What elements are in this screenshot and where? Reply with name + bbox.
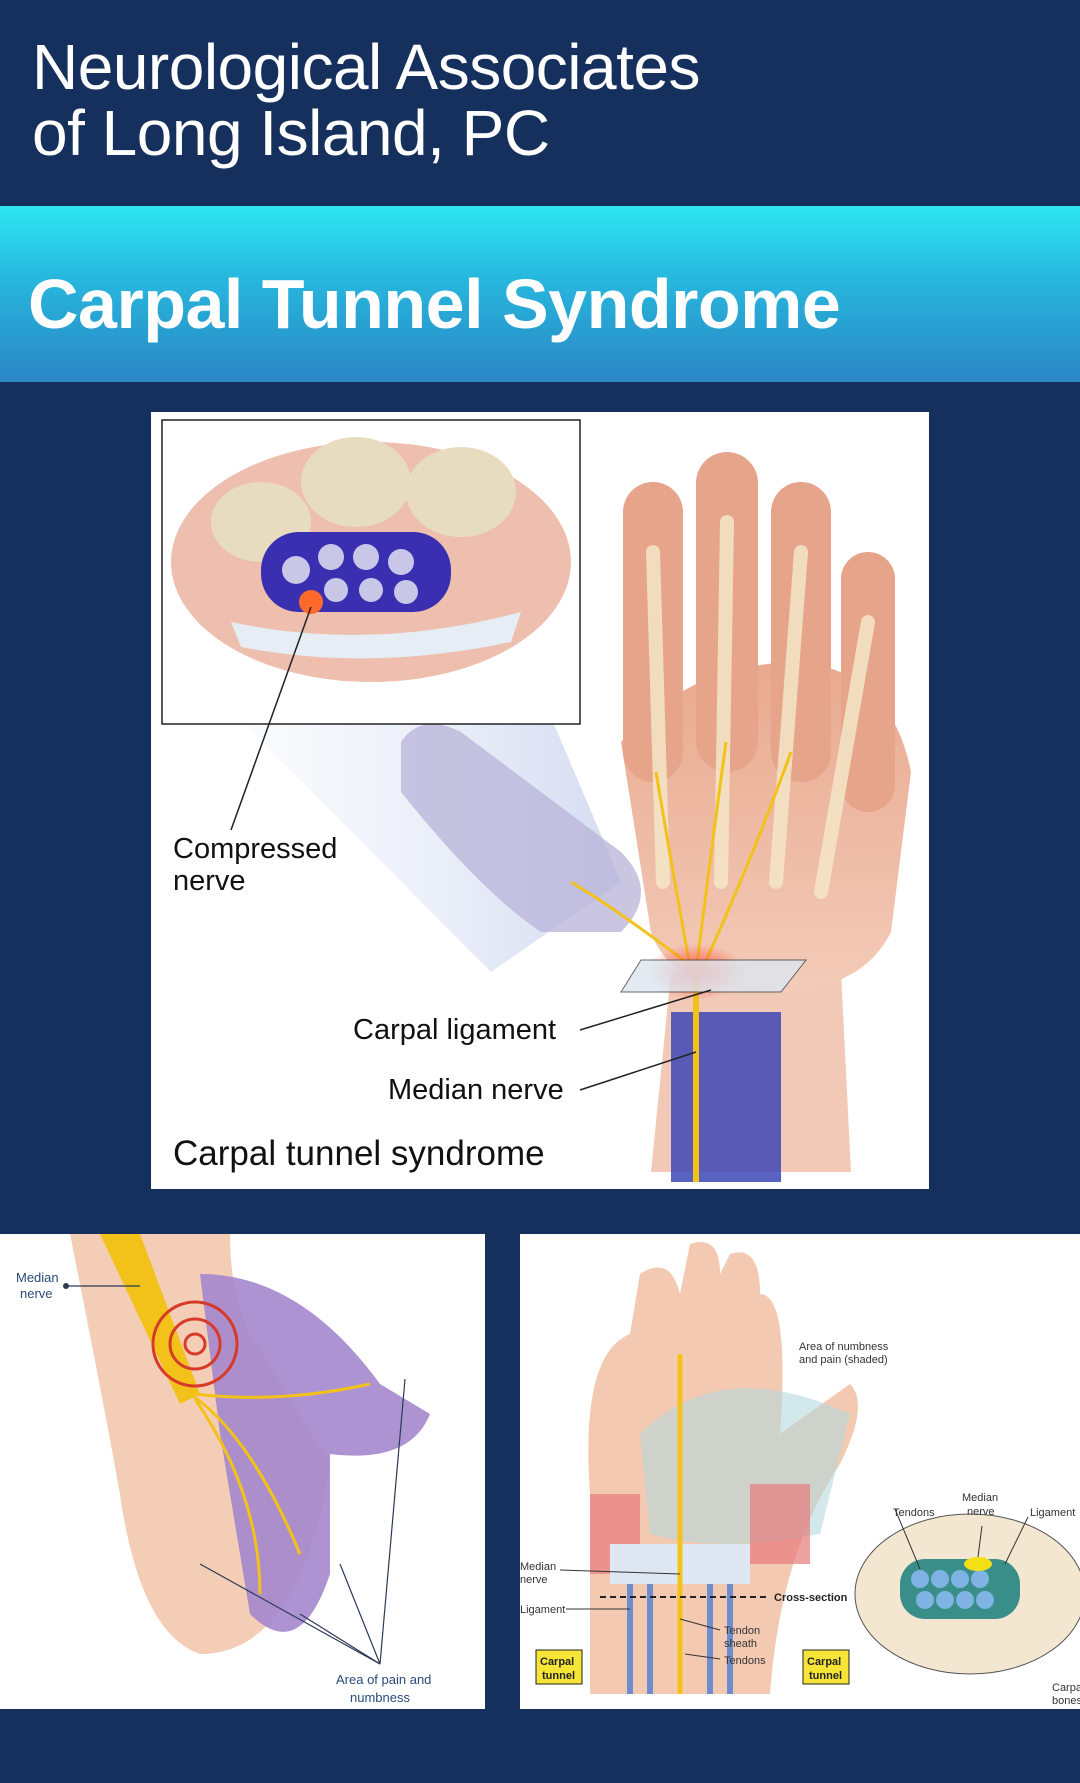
tendons-right xyxy=(627,1584,733,1694)
label-area-2: numbness xyxy=(350,1690,410,1705)
median-dot xyxy=(63,1283,69,1289)
label-carpal-ligament: Carpal ligament xyxy=(353,1014,556,1046)
label-carpal-bones-2: bones xyxy=(1052,1695,1080,1707)
muscle-right xyxy=(750,1484,810,1564)
area-leaders xyxy=(66,1285,406,1665)
hand-bones xyxy=(646,515,875,899)
figure-caption: Carpal tunnel syndrome xyxy=(173,1134,545,1173)
tendons-blue xyxy=(671,1012,781,1182)
label-area-numb-2: and pain (shaded) xyxy=(799,1354,888,1366)
label-median-left-1: Median xyxy=(520,1561,556,1573)
compressed-nerve-dot xyxy=(299,590,323,614)
label-area-1: Area of pain and xyxy=(336,1672,431,1687)
tunnel-contents-right xyxy=(900,1559,1020,1619)
label-carpal-tunnel-1a: Carpal xyxy=(540,1656,574,1668)
carpal-bone-3 xyxy=(406,447,516,537)
median-nerve-cross xyxy=(964,1557,992,1571)
carpal-bone-2 xyxy=(301,437,411,527)
label-carpal-tunnel-2b: tunnel xyxy=(809,1670,842,1682)
label-median-top-2: nerve xyxy=(967,1506,995,1518)
carpal-ligament-band xyxy=(620,959,808,993)
label-compressed-1: Compressed xyxy=(173,833,337,865)
label-tendon-sheath-1: Tendon xyxy=(724,1625,760,1637)
label-median-1: Median xyxy=(16,1270,59,1285)
pain-area-art: Median nerve Area of pain and numbness xyxy=(16,1234,431,1705)
shaded-palm xyxy=(640,1388,850,1544)
label-median-nerve: Median nerve xyxy=(388,1074,564,1106)
carpal-ligament-leader xyxy=(579,989,712,1031)
label-carpal-bones-1: Carpal xyxy=(1052,1682,1080,1694)
label-area-numb-1: Area of numbness xyxy=(799,1341,889,1353)
median-nerve-yellow xyxy=(100,1234,200,1404)
carpal-tunnel-tag-1 xyxy=(535,1649,583,1685)
label-compressed-2: nerve xyxy=(173,865,246,897)
page-title: Carpal Tunnel Syndrome xyxy=(28,265,841,343)
nerve-branches-left xyxy=(189,1382,371,1595)
label-tendon-sheath-2: sheath xyxy=(724,1638,757,1650)
carpal-tunnel-tag-2 xyxy=(802,1649,850,1685)
pain-area-illustration: Median nerve Area of pain and numbness xyxy=(0,1234,485,1709)
org-name-line1: Neurological Associates xyxy=(32,31,700,103)
anatomy-cross-section-illustration: Area of numbness and pain (shaded) Tendo… xyxy=(520,1234,1080,1709)
label-median-2: nerve xyxy=(20,1286,53,1301)
label-carpal-tunnel-2a: Carpal xyxy=(807,1656,841,1668)
tendon-cross-sections xyxy=(282,544,418,604)
label-median-left-2: nerve xyxy=(520,1574,548,1586)
label-carpal-tunnel-1b: tunnel xyxy=(542,1670,575,1682)
ligament-cross-section xyxy=(231,612,521,659)
main-illustration-art: Compressed nerve Carpal ligament Median … xyxy=(161,419,911,1182)
finger-little xyxy=(841,552,895,812)
header: Neurological Associates of Long Island, … xyxy=(0,0,1080,206)
thumb xyxy=(401,724,641,932)
compressed-nerve-leader xyxy=(230,606,312,831)
median-nerve-leader xyxy=(579,1051,697,1091)
shaded-area xyxy=(200,1274,430,1632)
label-ligament-left: Ligament xyxy=(520,1604,565,1616)
anatomy-art: Area of numbness and pain (shaded) Tendo… xyxy=(520,1242,1080,1707)
palm xyxy=(621,662,911,992)
label-ligament-top: Ligament xyxy=(1030,1507,1075,1519)
title-banner: Carpal Tunnel Syndrome xyxy=(0,206,1080,382)
org-name-line2: of Long Island, PC xyxy=(32,97,550,169)
label-median-top-1: Median xyxy=(962,1492,998,1504)
label-tendons-top: Tendons xyxy=(893,1507,935,1519)
label-tendons-bottom: Tendons xyxy=(724,1655,766,1667)
label-cross-section: Cross-section xyxy=(774,1592,848,1604)
main-illustration: Compressed nerve Carpal ligament Median … xyxy=(151,412,929,1189)
tendon-circles-right xyxy=(911,1570,994,1609)
org-name: Neurological Associates of Long Island, … xyxy=(32,34,1032,166)
right-leaders xyxy=(559,1508,1029,1660)
pain-rings xyxy=(151,1300,239,1388)
